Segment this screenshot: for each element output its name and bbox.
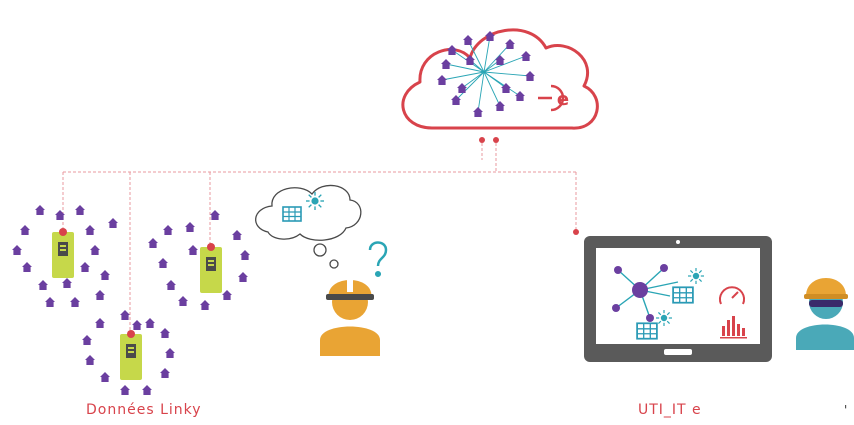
smart-meter-left — [52, 228, 74, 278]
network-lines — [441, 35, 531, 113]
smart-meter-bottom — [120, 330, 142, 380]
tablet-table-icon-b — [636, 322, 658, 340]
bar-chart-icon — [720, 316, 747, 339]
logo-letter: e — [557, 89, 569, 110]
question-mark-icon — [368, 241, 388, 278]
linky-data-caption: Données Linky — [86, 402, 202, 418]
house-cluster-middle — [148, 210, 250, 310]
cloud-icon — [401, 28, 599, 130]
tablet-connector-dot — [573, 229, 579, 235]
tablet-sun-icon-b — [656, 310, 672, 326]
weather-sun-icon — [306, 192, 324, 210]
tablet-table-icon-a — [672, 286, 694, 304]
tablet-sun-icon-a — [688, 268, 704, 284]
client-avatar — [796, 278, 854, 350]
tablet-device — [584, 236, 772, 362]
dashed-connectors — [62, 138, 577, 340]
cloud-connector-dot-right — [493, 137, 499, 143]
thought-bubble — [255, 184, 362, 269]
utility-caption: UTI_IT e — [638, 402, 702, 418]
logo-e-icon: e — [538, 84, 569, 112]
cloud-connector-dot-left — [479, 137, 485, 143]
edge-mark: ' — [844, 403, 848, 417]
hub-network-nodes — [612, 264, 668, 322]
table-icon — [282, 206, 302, 222]
smart-meter-middle — [200, 243, 222, 293]
technician-avatar — [320, 278, 380, 356]
gauge-icon — [719, 286, 745, 305]
